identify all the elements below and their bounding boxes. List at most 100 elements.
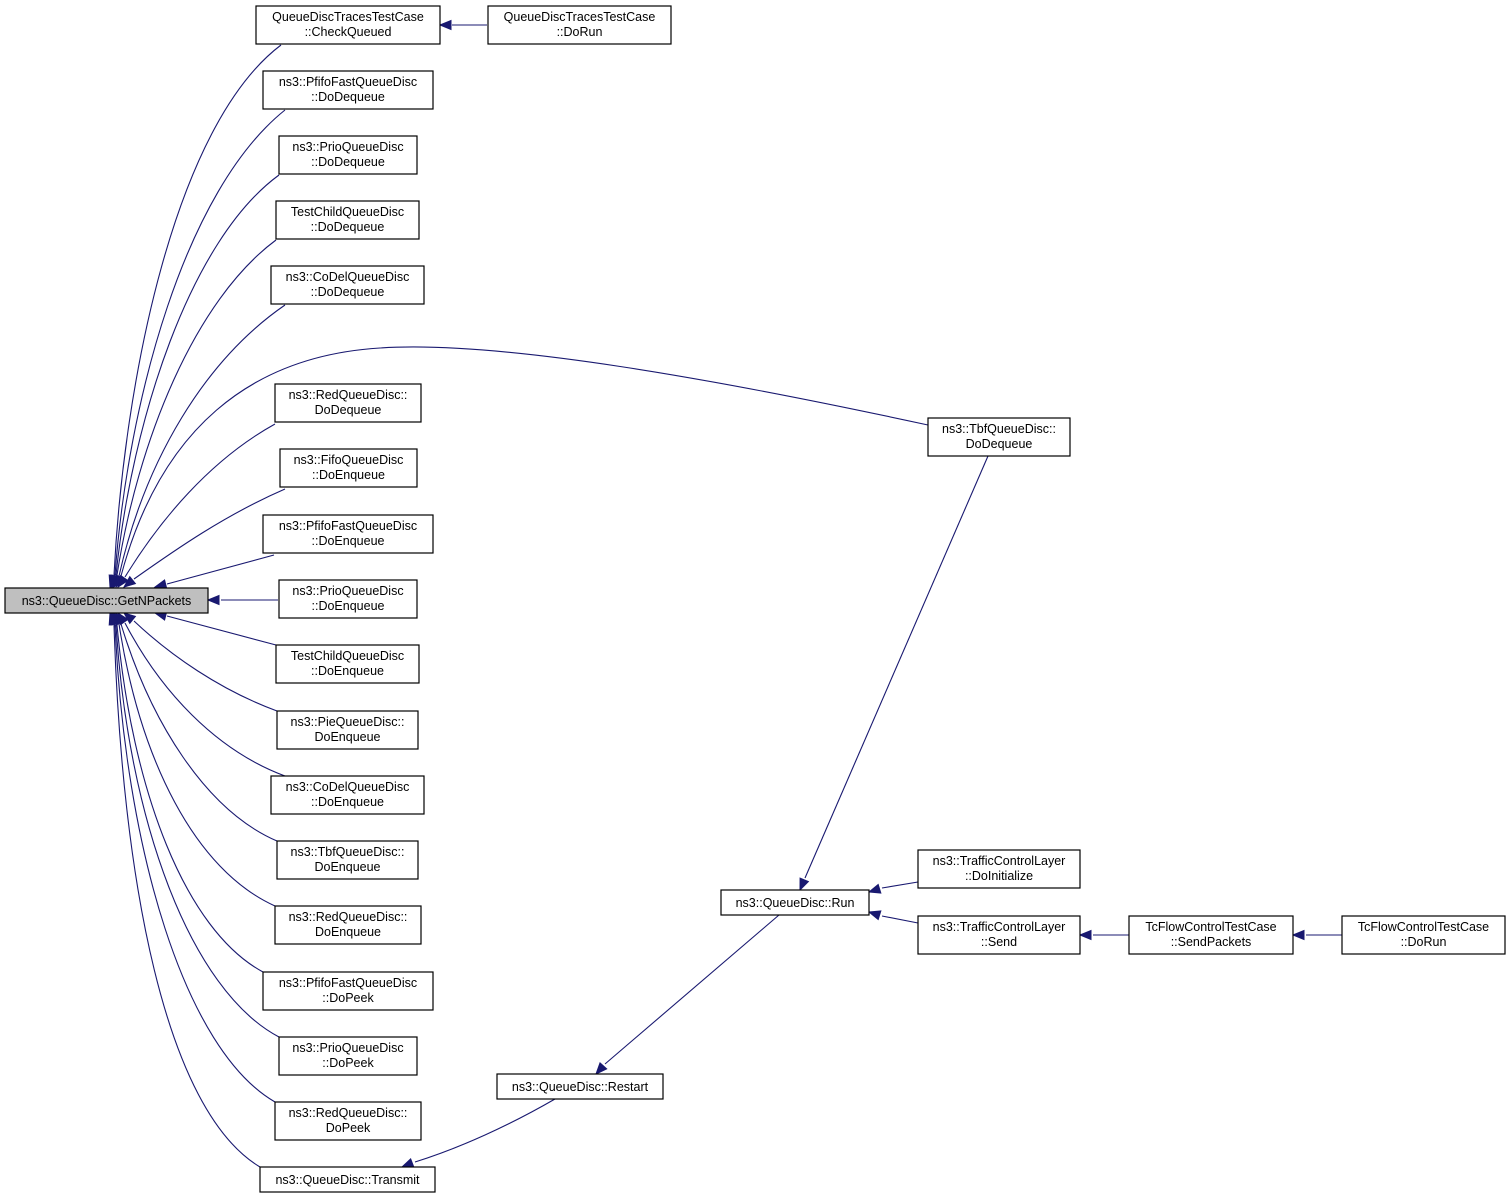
node-box xyxy=(487,5,672,45)
node-label-line-2: ::DoDequeue xyxy=(311,155,385,169)
node-box xyxy=(262,971,434,1011)
edge-line xyxy=(133,620,278,712)
node-box xyxy=(279,448,418,488)
node-codelenq[interactable]: ns3::CoDelQueueDisc::DoEnqueue xyxy=(270,775,425,815)
node-redpeek[interactable]: ns3::RedQueueDisc::DoPeek xyxy=(274,1101,422,1141)
node-label-line-1: ns3::FifoQueueDisc xyxy=(294,453,404,467)
node-box xyxy=(259,1166,436,1193)
call-edge-codeldeq-to-root xyxy=(113,304,286,589)
call-edge-codelenq-to-root xyxy=(117,611,286,777)
node-label-line-1: ns3::PrioQueueDisc xyxy=(292,1041,403,1055)
node-label-line-1: QueueDiscTracesTestCase xyxy=(504,10,656,24)
node-box xyxy=(278,579,418,619)
call-edge-pfpeek-to-root xyxy=(111,611,264,973)
node-prioenq[interactable]: ns3::PrioQueueDisc::DoEnqueue xyxy=(278,579,418,619)
edge-arrowhead xyxy=(206,594,220,606)
node-tbfdeq[interactable]: ns3::TbfQueueDisc::DoDequeue xyxy=(927,417,1071,457)
node-label-line-2: DoEnqueue xyxy=(314,730,380,744)
edge-arrowhead xyxy=(595,1061,608,1075)
node-tbfenq[interactable]: ns3::TbfQueueDisc::DoEnqueue xyxy=(276,840,419,880)
edge-line xyxy=(115,624,280,1038)
node-box xyxy=(276,840,419,880)
node-qdtrun[interactable]: QueueDiscTracesTestCase::DoRun xyxy=(487,5,672,45)
call-edge-prioenq-to-root xyxy=(206,594,278,606)
edge-line xyxy=(113,624,261,1168)
node-fifoenq[interactable]: ns3::FifoQueueDisc::DoEnqueue xyxy=(279,448,418,488)
call-edge-run-to-tbfdeq xyxy=(799,455,989,892)
node-box xyxy=(1341,915,1506,955)
node-label-line-1: ns3::PfifoFastQueueDisc xyxy=(279,519,417,533)
call-edge-cq-to-root xyxy=(108,44,282,589)
edge-line xyxy=(115,174,280,576)
node-tcenq[interactable]: TestChildQueueDisc::DoEnqueue xyxy=(275,644,420,684)
edge-line xyxy=(133,488,286,580)
edge-arrowhead xyxy=(1078,929,1092,941)
node-tcfrun[interactable]: TcFlowControlTestCase::DoRun xyxy=(1341,915,1506,955)
node-box xyxy=(262,70,434,110)
node-label-line-1: ns3::CoDelQueueDisc xyxy=(286,780,410,794)
node-pfdeq[interactable]: ns3::PfifoFastQueueDisc::DoDequeue xyxy=(262,70,434,110)
node-label-line-1: ns3::CoDelQueueDisc xyxy=(286,270,410,284)
node-label-line-2: DoPeek xyxy=(326,1121,371,1135)
node-label-line-2: ::DoPeek xyxy=(322,1056,374,1070)
node-tclinit[interactable]: ns3::TrafficControlLayer::DoInitialize xyxy=(917,849,1081,889)
node-box xyxy=(255,5,441,45)
node-label-line-1: ns3::RedQueueDisc:: xyxy=(289,388,408,402)
node-label-line-2: ::DoPeek xyxy=(322,991,374,1005)
node-run[interactable]: ns3::QueueDisc::Run xyxy=(720,889,870,916)
node-label-line-2: ::DoRun xyxy=(557,25,603,39)
node-reddeq[interactable]: ns3::RedQueueDisc::DoDequeue xyxy=(274,383,422,423)
node-label-line-1: ns3::RedQueueDisc:: xyxy=(289,910,408,924)
node-codeldeq[interactable]: ns3::CoDelQueueDisc::DoDequeue xyxy=(270,265,425,305)
edge-arrowhead xyxy=(799,877,810,892)
edge-line xyxy=(116,624,264,973)
edge-arrowhead xyxy=(438,19,452,31)
node-label-line-1: ns3::TrafficControlLayer xyxy=(933,920,1066,934)
nodes-layer: ns3::QueueDisc::GetNPackets QueueDiscTrac… xyxy=(4,5,1506,1193)
node-label-line-1: ns3::RedQueueDisc:: xyxy=(289,1106,408,1120)
node-transmit[interactable]: ns3::QueueDisc::Transmit xyxy=(259,1166,436,1193)
node-label: ns3::QueueDisc::GetNPackets xyxy=(22,594,192,608)
node-priodeq[interactable]: ns3::PrioQueueDisc::DoDequeue xyxy=(278,135,418,175)
node-cq[interactable]: QueueDiscTracesTestCase::CheckQueued xyxy=(255,5,441,45)
node-box xyxy=(274,905,422,945)
node-box xyxy=(927,417,1071,457)
node-label-line-1: ns3::PrioQueueDisc xyxy=(292,140,403,154)
node-box xyxy=(917,849,1081,889)
node-label-line-1: TestChildQueueDisc xyxy=(291,649,404,663)
node-tcdeq[interactable]: TestChildQueueDisc::DoDequeue xyxy=(275,200,420,240)
edge-arrowhead xyxy=(108,611,119,626)
edge-line xyxy=(113,44,282,576)
node-label: ns3::QueueDisc::Restart xyxy=(512,1080,649,1094)
edge-line xyxy=(881,881,919,889)
node-label-line-2: ::DoEnqueue xyxy=(312,534,385,548)
edge-line xyxy=(166,554,275,585)
node-label-line-1: ns3::TrafficControlLayer xyxy=(933,854,1066,868)
call-edge-reddeq-to-root xyxy=(117,423,276,589)
node-label-line-1: QueueDiscTracesTestCase xyxy=(272,10,424,24)
node-priopeek[interactable]: ns3::PrioQueueDisc::DoPeek xyxy=(278,1036,418,1076)
call-edge-tclinit-to-run xyxy=(867,881,919,894)
edge-arrowhead xyxy=(867,883,882,894)
call-edge-fifoenq-to-root xyxy=(122,488,286,588)
edge-line xyxy=(120,623,278,842)
node-restart[interactable]: ns3::QueueDisc::Restart xyxy=(496,1073,664,1100)
node-label-line-2: ::DoRun xyxy=(1401,935,1447,949)
node-box xyxy=(278,1036,418,1076)
node-label-line-2: ::DoDequeue xyxy=(311,285,385,299)
call-edge-priopeek-to-root xyxy=(110,611,280,1038)
call-edge-tclsend-to-run xyxy=(867,910,919,924)
node-tclsend[interactable]: ns3::TrafficControlLayer::Send xyxy=(917,915,1081,955)
edge-arrowhead xyxy=(117,574,129,589)
node-box xyxy=(1128,915,1294,955)
node-label-line-2: ::DoEnqueue xyxy=(311,795,384,809)
node-root[interactable]: ns3::QueueDisc::GetNPackets xyxy=(4,587,209,614)
node-pieenq[interactable]: ns3::PieQueueDisc::DoEnqueue xyxy=(276,710,419,750)
node-redenq[interactable]: ns3::RedQueueDisc::DoEnqueue xyxy=(274,905,422,945)
node-pfenq[interactable]: ns3::PfifoFastQueueDisc::DoEnqueue xyxy=(262,514,434,554)
node-tcfsend[interactable]: TcFlowControlTestCase::SendPackets xyxy=(1128,915,1294,955)
node-box xyxy=(496,1073,664,1100)
edge-arrowhead xyxy=(1291,929,1305,941)
node-pfpeek[interactable]: ns3::PfifoFastQueueDisc::DoPeek xyxy=(262,971,434,1011)
edge-line xyxy=(120,346,929,577)
